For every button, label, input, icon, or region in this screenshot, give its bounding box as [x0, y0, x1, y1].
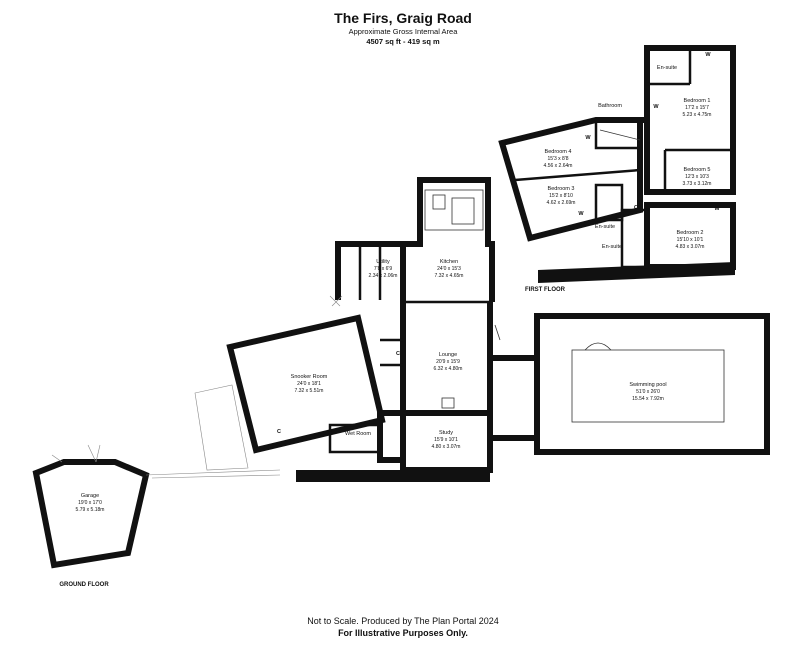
ensuite1-name: En-suite: [657, 65, 677, 71]
bed2-name: Bedroom 2: [677, 230, 704, 236]
bed3-metric: 4.62 x 2.69m: [547, 200, 576, 206]
pool-metric: 15.54 x 7.92m: [632, 396, 664, 402]
hall-cupboard: C: [396, 351, 400, 357]
bed3-imperial: 15'2 x 8'10: [549, 193, 573, 199]
first-floor-label: FIRST FLOOR: [525, 287, 566, 293]
kitchen-imperial: 24'0 x 15'3: [437, 266, 461, 272]
pool-name: Swimming pool: [629, 382, 666, 388]
bed3-name: Bedroom 3: [548, 186, 575, 192]
bed2-wardrobe: W: [714, 206, 720, 212]
study-imperial: 15'9 x 10'1: [434, 437, 458, 443]
study-metric: 4.80 x 3.07m: [432, 444, 461, 450]
snooker-metric: 7.32 x 5.51m: [295, 388, 324, 394]
garage-name: Garage: [81, 493, 99, 499]
bed4-imperial: 15'3 x 8'8: [547, 156, 568, 162]
area-subtitle: Approximate Gross Internal Area: [348, 27, 458, 36]
utility-imperial: 7'8 x 6'9: [374, 266, 393, 272]
wetroom-name: Wet Room: [345, 431, 371, 437]
bed4-metric: 4.56 x 2.64m: [544, 163, 573, 169]
bed5-name: Bedroom 5: [684, 167, 711, 173]
snooker-name: Snooker Room: [291, 374, 328, 380]
bed3-wardrobe: W: [578, 211, 584, 217]
first-floor-walls: [498, 45, 736, 283]
bed2-metric: 4.83 x 3.07m: [676, 244, 705, 250]
bed4-name: Bedroom 4: [545, 149, 572, 155]
lounge-imperial: 20'9 x 15'9: [436, 359, 460, 365]
kitchen-name: Kitchen: [440, 259, 458, 265]
bed4-wardrobe: W: [585, 135, 591, 141]
ground-floor-walls: [194, 177, 537, 482]
bathroom-name: Bathroom: [598, 103, 622, 109]
ground-floor-label: GROUND FLOOR: [59, 582, 109, 588]
bed5-imperial: 12'3 x 10'3: [685, 174, 709, 180]
utility-name: Utility: [376, 259, 390, 265]
footer-disclaimer: For Illustrative Purposes Only.: [338, 628, 468, 638]
snooker-imperial: 24'0 x 18'1: [297, 381, 321, 387]
lounge-metric: 6.32 x 4.80m: [434, 366, 463, 372]
garage-outline: [32, 444, 281, 569]
ensuite2-name: En-suite: [595, 224, 615, 230]
bed2-imperial: 15'10 x 10'1: [677, 237, 704, 243]
footer-scale-note: Not to Scale. Produced by The Plan Porta…: [307, 616, 499, 626]
kitchen-metric: 7.32 x 4.65m: [435, 273, 464, 279]
lounge-name: Lounge: [439, 352, 457, 358]
area-total: 4507 sq ft - 419 sq m: [366, 37, 440, 46]
landing-cupboard: C: [634, 205, 638, 211]
plan-title: The Firs, Graig Road: [334, 10, 472, 26]
ensuite3-name: En-suite: [602, 244, 622, 250]
study-name: Study: [439, 430, 453, 436]
garage-imperial: 19'0 x 17'0: [78, 500, 102, 506]
utility-metric: 2.34 x 2.06m: [369, 273, 398, 279]
pool-outline: [534, 313, 770, 455]
garage-metric: 5.79 x 5.18m: [76, 507, 105, 513]
pool-imperial: 51'0 x 26'0: [636, 389, 660, 395]
bed1-name: Bedroom 1: [684, 98, 711, 104]
bed5-metric: 3.73 x 3.12m: [683, 181, 712, 187]
snooker-cupboard: C: [277, 429, 281, 435]
bed1-wardrobe: W: [705, 52, 711, 58]
landing-wardrobe: W: [653, 104, 659, 110]
bed1-imperial: 17'2 x 15'7: [685, 105, 709, 111]
bed1-metric: 5.23 x 4.75m: [683, 112, 712, 118]
